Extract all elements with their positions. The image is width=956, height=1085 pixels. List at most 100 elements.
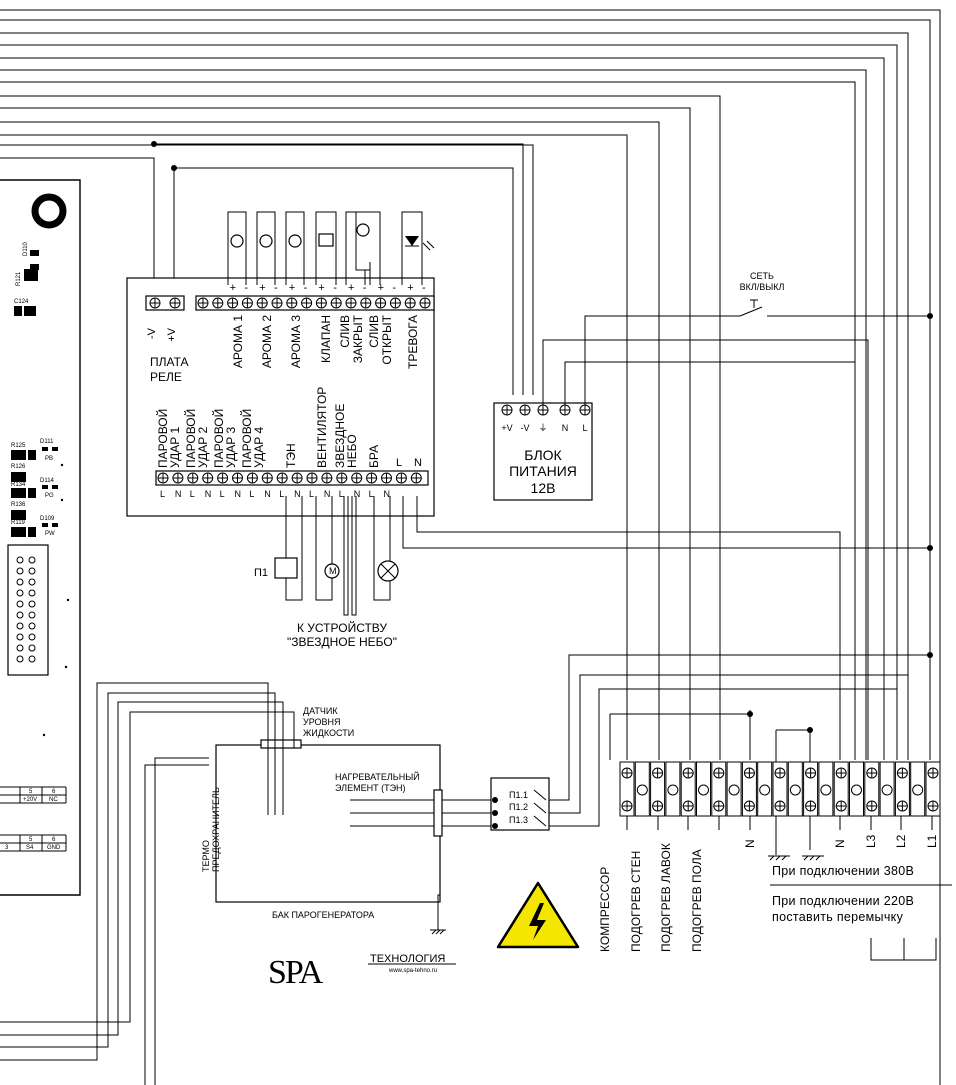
supply-n-label: N: [414, 457, 422, 469]
psu-title-2: ПИТАНИЯ: [509, 463, 577, 479]
output-label: НЕБО: [345, 434, 359, 468]
output-label: УДАР 2: [196, 426, 210, 468]
terminal-label: КОМПРЕССОР: [598, 867, 612, 952]
header-pin: [16, 578, 24, 586]
svg-text:NC: NC: [49, 797, 58, 803]
label-pb: PB: [45, 456, 53, 462]
output-label: ПАРОВОЙ: [211, 409, 226, 468]
terminal-label: N: [833, 839, 847, 848]
spa-logo: SPA ТЕХНОЛОГИЯ www.spa-tehno.ru: [268, 953, 456, 991]
polarity-sign: -: [363, 282, 367, 294]
header-pins: [16, 556, 36, 663]
terminal-label: L3: [864, 834, 878, 848]
label-r125: R125: [11, 443, 26, 449]
header-pin: [16, 611, 24, 619]
ln-marker: L: [369, 489, 374, 499]
starry-sky-line-2: "ЗВЕЗДНОЕ НЕБО": [287, 635, 397, 649]
relay-p1-contacts: [490, 777, 550, 831]
label-r134: R134: [11, 482, 26, 488]
note-380: При подключении 380В: [772, 864, 914, 878]
controller-board: D110 R121 C124 R125 D111 PB R126 R134 D1…: [0, 179, 81, 896]
ln-marker: N: [354, 489, 361, 499]
header-pin: [16, 633, 24, 641]
ground-icon: [768, 855, 790, 861]
ln-marker: L: [160, 489, 165, 499]
header-pin: [28, 556, 36, 564]
heater-label-1: НАГРЕВАТЕЛЬНЫЙ: [335, 771, 420, 782]
output-label: УДАР 1: [168, 426, 182, 468]
relay-loads: П1 M К УСТРОЙСТВУ "ЗВЕЗДНОЕ НЕБО": [254, 496, 399, 649]
header-pin: [28, 589, 36, 597]
output-label: ПАРОВОЙ: [155, 409, 170, 468]
heater-flange: [433, 789, 443, 837]
level-sensor-label-1: ДАТЧИК: [303, 706, 338, 716]
output-label: АРОМА 1: [231, 315, 245, 368]
terminal-label: L2: [894, 834, 908, 848]
label-r119: R119: [11, 520, 26, 526]
motor-icon: [230, 234, 244, 248]
svg-text:5: 5: [29, 837, 33, 843]
output-label: УДАР 3: [224, 426, 238, 468]
relay-top-signs: +-+-+-+-+-+-+-: [230, 282, 426, 294]
pin-header: [7, 544, 49, 676]
svg-text:GND: GND: [47, 845, 61, 851]
switch-label-1: СЕТЬ: [750, 271, 774, 281]
output-label: ТРЕВОГА: [406, 315, 420, 369]
logo-brand: SPA: [268, 954, 324, 991]
ln-marker: N: [205, 489, 212, 499]
polarity-sign: +: [230, 282, 236, 294]
polarity-sign: -: [304, 282, 308, 294]
ground-icon: [802, 855, 824, 861]
heater-label-2: ЭЛЕМЕНТ (ТЭН): [335, 783, 406, 793]
polarity-sign: +: [378, 282, 384, 294]
terminal-plus-v: +V: [166, 327, 178, 341]
label-pg: PG: [45, 493, 54, 499]
output-label: АРОМА 2: [260, 315, 274, 368]
label-r136: R136: [11, 502, 26, 508]
terminal-strip: [619, 761, 941, 817]
terminal-label: ПОДОГРЕВ СТЕН: [629, 851, 643, 952]
polarity-sign: -: [244, 282, 248, 294]
header-pin: [16, 600, 24, 608]
polarity-sign: +: [318, 282, 324, 294]
output-label: УДАР 4: [252, 426, 266, 468]
drain-motor-icon: [356, 223, 370, 237]
polarity-sign: -: [274, 282, 278, 294]
logo-subtitle: ТЕХНОЛОГИЯ: [370, 953, 445, 965]
ln-marker: L: [339, 489, 344, 499]
jumper-icon: [870, 938, 937, 961]
terminal-label: ПОДОГРЕВ ПОЛА: [690, 849, 704, 952]
relay-power-terminals: [145, 295, 185, 311]
starry-sky-line-1: К УСТРОЙСТВУ: [297, 620, 387, 635]
output-label: ЗАКРЫТ: [351, 314, 365, 363]
connector-table-2: 5 6 3 S4 GND: [0, 834, 67, 852]
ground-icon: [430, 894, 446, 935]
header-pin: [28, 633, 36, 641]
polarity-sign: +: [289, 282, 295, 294]
ln-marker: N: [175, 489, 182, 499]
ln-marker: N: [264, 489, 271, 499]
output-label: БРА: [367, 445, 381, 468]
svg-text:5: 5: [29, 789, 33, 795]
note-220-2: поставить перемычку: [772, 910, 904, 924]
contact-p1-1: П1.1: [509, 790, 528, 800]
psu-terminal-label: ⏚: [538, 423, 547, 433]
supply-l-label: L: [396, 457, 402, 469]
output-label: КЛАПАН: [319, 315, 333, 363]
high-voltage-warning-icon: [496, 881, 580, 949]
note-220-1: При подключении 220В: [772, 894, 914, 908]
mains-switch: [739, 306, 763, 317]
psu-terminal-label: L: [582, 423, 587, 433]
thermo-label-2: ПРЕДОХРАНИТЕЛЬ: [211, 787, 221, 872]
header-pin: [16, 655, 24, 663]
polarity-sign: -: [333, 282, 337, 294]
alarm-led-icon: [405, 236, 419, 246]
tank-label: БАК ПАРОГЕНЕРАТОРА: [272, 910, 374, 920]
psu-terminal-label: +V: [501, 423, 512, 433]
label-d114: D114: [40, 478, 55, 484]
ln-marker: L: [190, 489, 195, 499]
ln-marker: L: [249, 489, 254, 499]
